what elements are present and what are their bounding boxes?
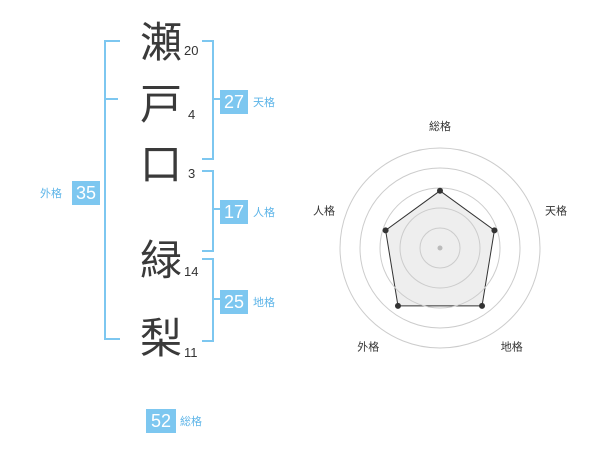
gaikaku-badge: 35 xyxy=(72,181,100,205)
chikaku-tick xyxy=(212,298,220,300)
radar-ring xyxy=(359,167,521,329)
stroke-count-3: 3 xyxy=(188,166,196,181)
radar-point-1 xyxy=(437,187,443,194)
chikaku-badge: 25 xyxy=(220,290,248,314)
tenkaku-badge: 27 xyxy=(220,90,248,114)
jinkaku-tick xyxy=(212,208,220,210)
name-char-3: 口 xyxy=(140,140,183,189)
name-char-1: 瀬 xyxy=(140,18,183,67)
stroke-count-4: 14 xyxy=(184,264,199,279)
gaikaku-inner-tick xyxy=(104,98,118,100)
chikaku-bracket xyxy=(202,258,214,342)
name-char-2: 戸 xyxy=(140,80,183,129)
jinkaku-badge: 17 xyxy=(220,200,248,224)
tenkaku-tick xyxy=(212,98,220,100)
stroke-count-1: 20 xyxy=(184,43,199,58)
radar-point-3 xyxy=(479,302,486,309)
name-char-4: 緑 xyxy=(140,236,183,285)
radar-axis-label-2: 天格 xyxy=(545,203,567,217)
chikaku-label: 地格 xyxy=(253,296,275,309)
radar-axis-label-1: 総格 xyxy=(429,119,451,133)
tenkaku-label: 天格 xyxy=(253,96,275,109)
gaikaku-bracket xyxy=(104,40,120,340)
soukaku-label: 総格 xyxy=(180,415,202,428)
jinkaku-label: 人格 xyxy=(253,206,275,219)
radar-ring xyxy=(339,147,541,349)
radar-axis-label-3: 地格 xyxy=(501,340,523,354)
gaikaku-label: 外格 xyxy=(40,187,62,200)
radar-point-4 xyxy=(394,302,401,309)
radar-axis-label-4: 外格 xyxy=(357,340,379,354)
radar-ring xyxy=(419,227,461,269)
radar-point-2 xyxy=(491,227,498,234)
radar-center xyxy=(437,245,443,251)
name-char-5: 梨 xyxy=(140,314,183,363)
radar-axis-label-5: 人格 xyxy=(313,203,335,217)
jinkaku-bracket xyxy=(202,170,214,252)
soukaku-badge: 52 xyxy=(146,409,176,433)
radar-point-5 xyxy=(382,227,389,234)
radar-ring xyxy=(399,207,481,289)
stroke-count-2: 4 xyxy=(188,107,196,122)
tenkaku-bracket xyxy=(202,40,214,160)
stroke-count-5: 11 xyxy=(184,345,198,360)
